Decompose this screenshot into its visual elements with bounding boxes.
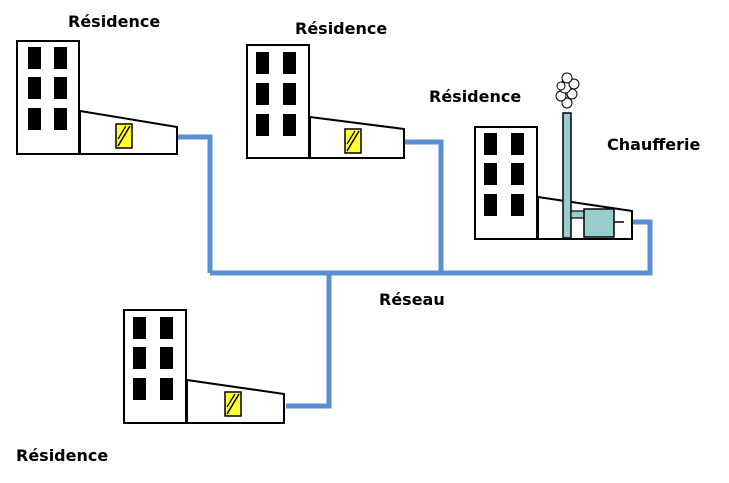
residence-3-label: Résidence [429, 87, 522, 106]
residence-4-label: Résidence [16, 446, 109, 465]
boiler-connector [570, 210, 586, 219]
residence-1-label: Résidence [68, 12, 161, 31]
chaufferie-label: Chaufferie [607, 135, 701, 154]
chaufferie-building [474, 72, 633, 240]
network-label: Réseau [379, 290, 445, 309]
residence-3-windows [484, 133, 524, 216]
residence-1-tower [16, 40, 80, 155]
network-pipe-residence-4 [286, 273, 332, 409]
smoke-icon [555, 72, 580, 109]
chimney [562, 112, 572, 239]
residence-building-2 [246, 44, 405, 159]
residence-4-windows [133, 317, 173, 400]
heating-network [177, 134, 653, 409]
network-pipe-residence-2 [404, 139, 444, 273]
network-pipe-main [210, 219, 653, 276]
residence-1-windows [28, 47, 67, 130]
residence-2-windows [256, 52, 296, 136]
network-pipe-residence-1 [177, 134, 213, 273]
boiler [583, 208, 615, 238]
residence-building-1 [16, 40, 178, 155]
residence-building-4 [123, 309, 285, 424]
residence-2-label: Résidence [295, 19, 388, 38]
